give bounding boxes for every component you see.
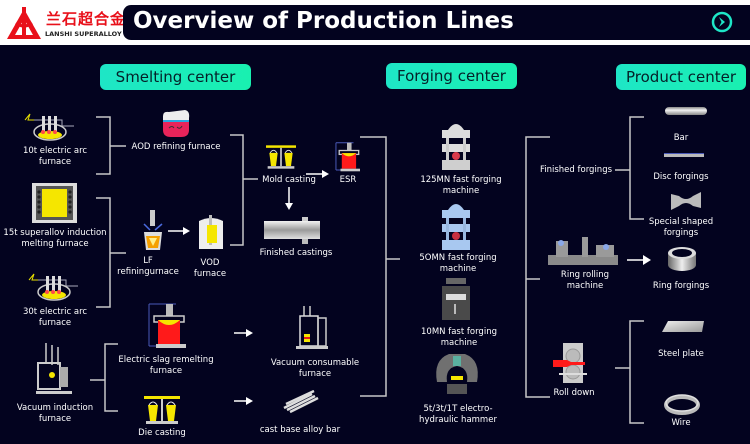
logo-chinese-name: 兰石超合金 xyxy=(46,10,127,28)
electric-arc-furnace-icon xyxy=(24,113,74,141)
bracket-aod-vod-mold xyxy=(230,134,244,246)
header-divider xyxy=(0,45,750,48)
esr-label: ESR xyxy=(339,175,357,185)
finished-castings-label: Finished castings xyxy=(259,248,333,258)
lf-refining-furnace-icon xyxy=(143,210,163,250)
bracket-eaf-aod xyxy=(96,116,111,175)
bar-product-icon xyxy=(665,107,707,115)
ring-forging-icon xyxy=(668,247,696,271)
wire-coil-icon xyxy=(664,394,700,415)
forging-press-10mn-icon xyxy=(442,278,470,320)
hydraulic-hammer-icon xyxy=(436,354,478,394)
hydraulic-hammer-label: 5t/3t/1T electro-hydraulic hammer xyxy=(419,404,497,425)
mold-casting-ladle-icon xyxy=(266,145,296,169)
electroslag-remelting-furnace-icon xyxy=(148,303,186,348)
roll-down-mill-icon xyxy=(553,343,587,383)
ring-rolling-machine-icon xyxy=(548,237,618,265)
bracket-product-paths xyxy=(525,136,550,398)
smelting-center-heading: Smelting center xyxy=(100,64,251,90)
electric-arc-furnace-30t-icon xyxy=(28,273,78,301)
die-casting-ladle-icon xyxy=(144,396,180,424)
title-bar: Overview of Production Lines xyxy=(123,5,750,40)
steel-plate-icon xyxy=(662,321,704,332)
bracket-vim xyxy=(104,343,118,412)
bracket-roll-down xyxy=(629,320,644,424)
vacuum-consumable-furnace-icon xyxy=(296,306,328,349)
ring-forgings-label: Ring forgings xyxy=(652,281,710,291)
forging-press-50mn-icon xyxy=(442,204,470,250)
die-casting-label: Die casting xyxy=(138,428,186,438)
vod-furnace-icon xyxy=(199,215,223,249)
bracket-to-forging xyxy=(360,136,387,397)
forging-center-heading: Forging center xyxy=(386,63,517,89)
finished-castings-icon xyxy=(264,217,320,244)
special-shaped-forging-icon xyxy=(671,192,701,210)
steel-plate-label: Steel plate xyxy=(658,349,704,359)
bracket-induction-lf xyxy=(96,197,111,308)
cast-alloy-bar-label: cast base alloy bar xyxy=(259,425,341,435)
finished-forgings-label: Finished forgings xyxy=(539,165,613,175)
aod-label: AOD refining furnace xyxy=(131,142,221,152)
mold-casting-label: Mold casting xyxy=(262,175,316,185)
logo-mark-icon xyxy=(7,7,41,39)
page-title: Overview of Production Lines xyxy=(133,8,514,34)
vacuum-induction-furnace-icon xyxy=(36,343,72,394)
disc-forging-icon xyxy=(664,153,704,157)
wire-label: Wire xyxy=(671,418,691,428)
bracket-finished-forgings xyxy=(629,116,644,220)
bar-label: Bar xyxy=(673,133,689,143)
logo-english-name: LANSHI SUPERALLOY xyxy=(45,30,122,38)
roll-down-label: Roll down xyxy=(553,388,595,398)
esr-icon xyxy=(335,142,360,172)
aod-furnace-icon xyxy=(163,110,190,137)
product-center-heading: Product center xyxy=(616,64,746,90)
header: 兰石超合金 LANSHI SUPERALLOY Overview of Prod… xyxy=(0,0,750,45)
cast-alloy-bar-icon xyxy=(283,390,319,414)
disc-forgings-label: Disc forgings xyxy=(653,172,709,182)
induction-furnace-icon xyxy=(32,183,77,223)
forging-press-125mn-icon xyxy=(442,124,470,170)
company-logo[interactable]: 兰石超合金 LANSHI SUPERALLOY xyxy=(6,5,125,41)
chevron-right-circle-icon[interactable] xyxy=(711,11,733,33)
